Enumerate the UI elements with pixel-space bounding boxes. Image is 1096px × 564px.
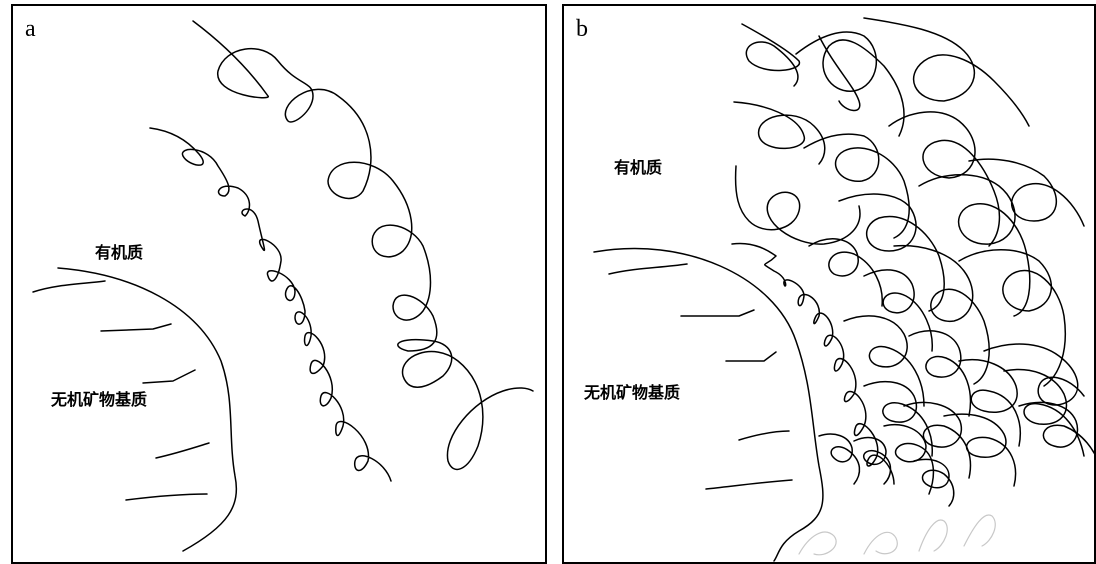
pore-line	[126, 494, 207, 500]
mineral-boundary	[58, 268, 236, 551]
diagram-a-drawing	[13, 6, 547, 564]
inner-coil-chain	[150, 128, 391, 481]
watermark	[564, 6, 1096, 564]
pore-line	[156, 443, 209, 458]
pore-line	[101, 324, 171, 331]
pore-line	[143, 370, 195, 383]
panel-a: a 有机质 无机矿物基质	[11, 4, 547, 564]
outer-coil-chain	[193, 21, 533, 469]
pore-line	[33, 281, 105, 292]
panel-b: b 有机质 无机矿物基质	[562, 4, 1096, 564]
